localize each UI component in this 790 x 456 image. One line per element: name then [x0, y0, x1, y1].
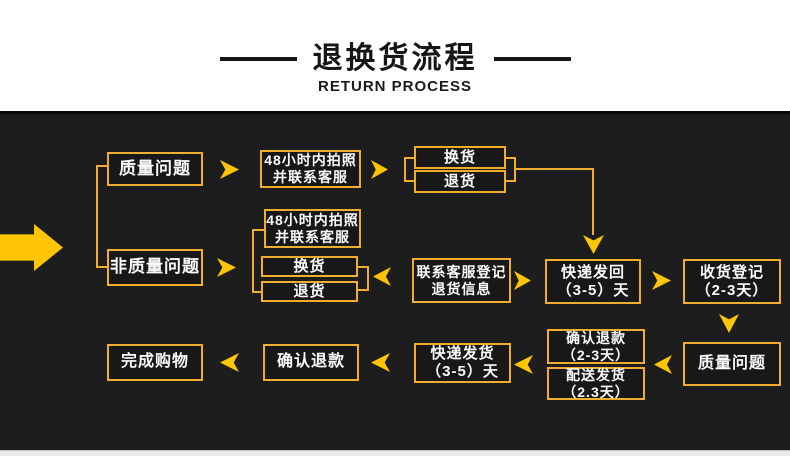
- box-label: 退货信息: [431, 280, 492, 297]
- title-divider-right: [493, 56, 571, 61]
- box-label: 并联系客服: [275, 228, 350, 245]
- flow-box-complete-shopping: 完成购物: [107, 344, 203, 381]
- box-label: 质量问题: [119, 158, 191, 178]
- box-label: 确认退款: [566, 329, 626, 346]
- title-row: 退换货流程: [0, 42, 790, 75]
- box-label: 收货登记: [699, 263, 764, 281]
- flow-box-confirm-refund-days: 确认退款 （2-3天）: [547, 329, 645, 364]
- box-label: 非质量问题: [110, 257, 200, 277]
- flow-box-contact-register: 联系客服登记 退货信息: [412, 258, 511, 303]
- flow-box-express-delivery: 快递发货 （3-5）天: [414, 343, 511, 383]
- box-label: 换货: [293, 257, 326, 275]
- box-label: 48小时内拍照: [266, 211, 359, 228]
- page-subtitle: RETURN PROCESS: [317, 78, 473, 95]
- flow-box-quality-check: 质量问题: [683, 342, 781, 386]
- box-label: 质量问题: [697, 354, 766, 372]
- flow-box-exchange-top: 换货: [414, 146, 506, 169]
- box-label: （2-3天）: [695, 281, 769, 299]
- box-label: （3-5）天: [556, 281, 630, 299]
- flow-box-photo-48h-top: 48小时内拍照 并联系客服: [260, 150, 361, 188]
- flow-box-dispatch-delivery: 配送发货 （2.3天）: [547, 367, 645, 400]
- box-label: 退货: [293, 282, 326, 300]
- box-label: 快递发回: [560, 263, 625, 281]
- flow-box-receipt-register: 收货登记 （2-3天）: [683, 259, 781, 304]
- box-label: （3-5）天: [426, 363, 499, 380]
- box-label: 换货: [443, 148, 476, 166]
- box-label: 确认退款: [276, 353, 345, 371]
- flow-box-exchange-mid: 换货: [261, 256, 358, 277]
- box-label: 并联系客服: [273, 169, 348, 185]
- page-title: 退换货流程: [312, 42, 478, 75]
- bottom-strip: [0, 450, 790, 456]
- page-header: 退换货流程 RETURN PROCESS: [0, 0, 790, 111]
- flow-box-photo-48h-mid: 48小时内拍照 并联系客服: [264, 209, 361, 248]
- title-divider-left: [219, 56, 297, 61]
- box-label: （2.3天）: [562, 383, 630, 400]
- box-label: 配送发货: [566, 366, 626, 383]
- box-label: 退货: [443, 172, 476, 190]
- box-label: （2-3天）: [561, 346, 631, 363]
- box-label: 联系客服登记: [416, 263, 507, 280]
- box-label: 完成购物: [120, 353, 189, 371]
- flow-box-non-quality-issue: 非质量问题: [107, 249, 203, 286]
- flow-box-express-sendback: 快递发回 （3-5）天: [545, 259, 641, 304]
- box-label: 48小时内拍照: [264, 152, 357, 169]
- flow-box-return-top: 退货: [414, 170, 506, 193]
- flow-box-quality-issue: 质量问题: [107, 152, 203, 186]
- box-label: 快递发货: [430, 345, 495, 363]
- flow-box-confirm-refund: 确认退款: [263, 344, 359, 381]
- flow-box-return-mid: 退货: [261, 281, 358, 302]
